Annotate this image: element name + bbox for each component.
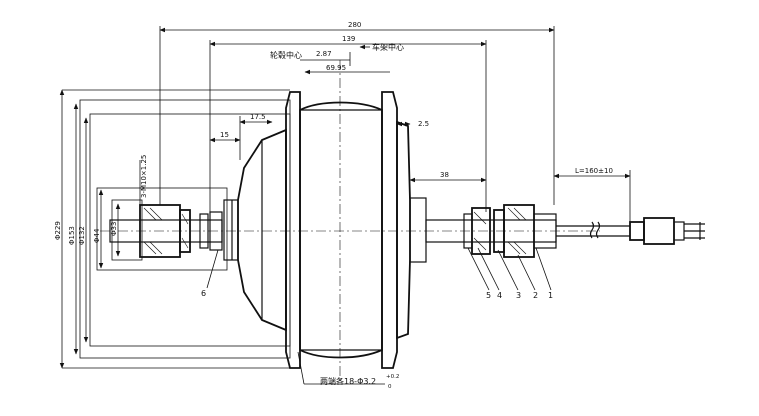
flange-15-label: 15: [220, 131, 229, 139]
thread-label: 3-M10×1.25: [140, 155, 148, 198]
callouts: 6 5 4 3 2 1: [201, 247, 553, 300]
diameter-132-label: Φ132: [78, 226, 86, 245]
holes-tol-lower: 0: [388, 384, 392, 390]
callout-4: 4: [497, 291, 502, 300]
wheel-center-label: 轮毂中心: [270, 50, 302, 60]
callout-2: 2: [533, 291, 538, 300]
diameter-44-label: Φ44: [93, 228, 101, 243]
cable-connector: [556, 217, 705, 245]
edge-2-5-label: 2.5: [418, 120, 429, 128]
diameter-153-label: Φ153: [68, 226, 76, 245]
holes-tol-upper: +0.2: [386, 374, 399, 380]
flange-17-5-label: 17.5: [250, 113, 266, 121]
offset-69-95-label: 69.95: [326, 64, 346, 72]
holes-note: 两端各18-Φ3.2 +0.2 0: [297, 351, 399, 390]
axle: [100, 60, 600, 380]
offset-2-87-label: 2.87: [316, 50, 332, 58]
callout-6: 6: [201, 289, 206, 298]
hub-shell: [223, 91, 427, 369]
hub-width-label: 139: [342, 35, 355, 43]
holes-note-text: 两端各18-Φ3.2: [320, 376, 376, 386]
overall-width-label: 280: [348, 21, 361, 29]
left-nut-assembly: [139, 204, 223, 258]
top-dimensions: 280 139 轮毂中心 车架中心 2.87 69.95 17.5 15 2.5…: [159, 21, 631, 222]
callout-5: 5: [486, 291, 491, 300]
diameter-frames: Φ229 Φ153 Φ132 Φ44 Φ33 3-M10×1.25: [54, 89, 291, 369]
callout-1: 1: [548, 291, 553, 300]
callout-3: 3: [516, 291, 521, 300]
axle-38-label: 38: [440, 171, 449, 179]
frame-center-label: 车架中心: [372, 42, 404, 52]
diameter-outer-label: Φ229: [54, 221, 62, 240]
cable-length-label: L=160±10: [575, 167, 613, 175]
diameter-33-label: Φ33: [110, 222, 118, 236]
